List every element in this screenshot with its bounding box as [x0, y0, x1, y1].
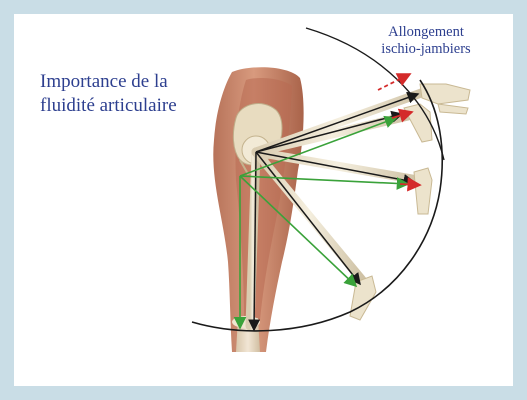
slide-title: Importance de la fluidité articulaire [40, 70, 230, 118]
hamstring-annotation: Allongement ischio-jambiers [356, 24, 496, 58]
annotation-line-2: ischio-jambiers [356, 41, 496, 58]
title-line-1: Importance de la [40, 70, 230, 94]
foot-icon [350, 84, 470, 320]
annotation-line-1: Allongement [356, 24, 496, 41]
title-line-2: fluidité articulaire [40, 94, 230, 118]
red-stretch-arrows [378, 74, 420, 185]
